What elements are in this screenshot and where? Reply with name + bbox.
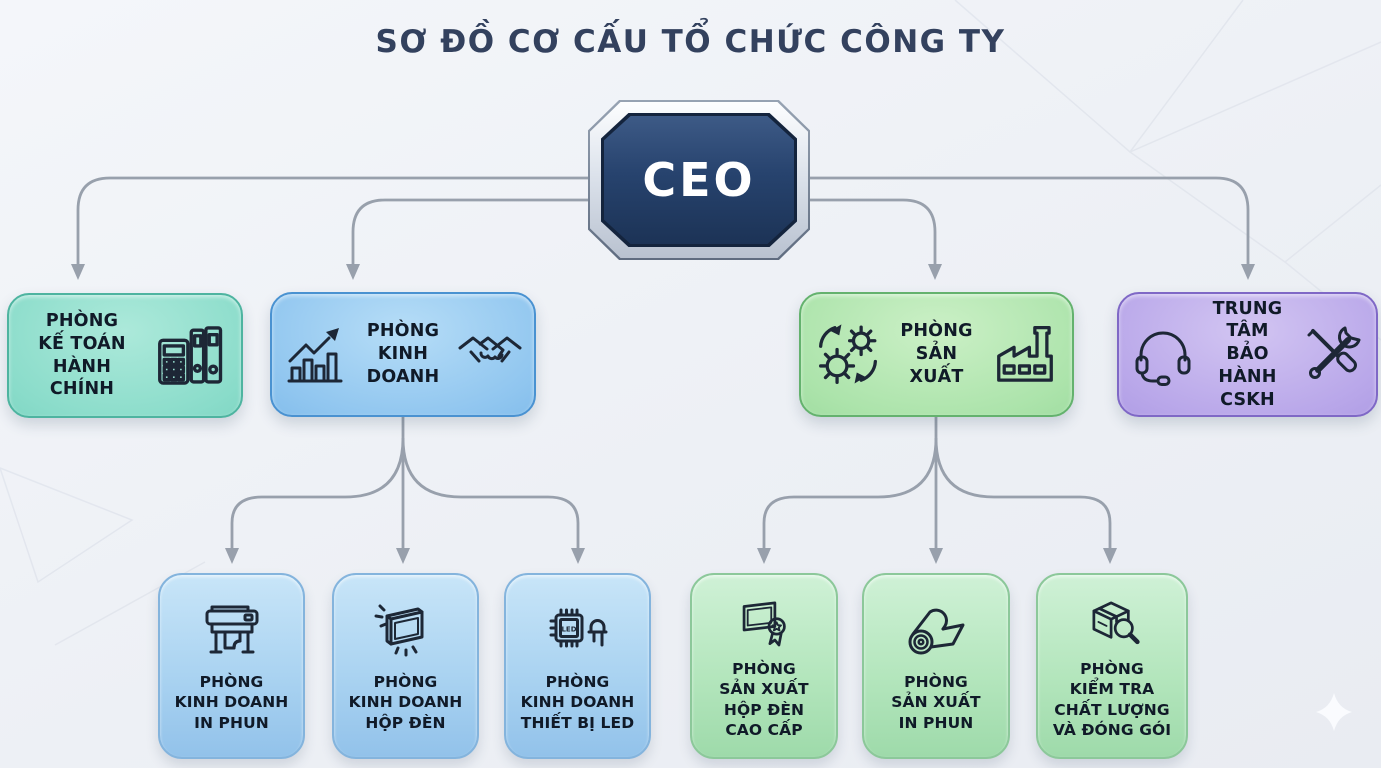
dept-label: PHÒNG KẾ TOÁN HÀNH CHÍNH bbox=[38, 311, 126, 400]
dept-ke-toan-hanh-chinh: PHÒNG KẾ TOÁN HÀNH CHÍNH bbox=[7, 293, 243, 418]
factory-icon bbox=[990, 320, 1060, 390]
subdept-kinh-doanh-in-phun: PHÒNG KINH DOANH IN PHUN bbox=[158, 573, 305, 759]
handshake-icon bbox=[458, 323, 522, 387]
dept-label: PHÒNG SẢN XUẤT bbox=[900, 321, 973, 387]
subdept-kiem-tra-chat-luong-va-dong-goi: PHÒNG KIỂM TRA CHẤT LƯỢNG VÀ ĐÓNG GÓI bbox=[1036, 573, 1188, 759]
sparkle-shape bbox=[1316, 693, 1352, 731]
dept-label: TRUNG TÂM BẢO HÀNH CSKH bbox=[1212, 298, 1283, 410]
subdept-label: PHÒNG KINH DOANH THIẾT BỊ LED bbox=[520, 672, 635, 732]
dept-kinh-doanh: PHÒNG KINH DOANH bbox=[270, 292, 536, 417]
ceo-face: CEO bbox=[604, 116, 794, 244]
subdept-san-xuat-in-phun: PHÒNG SẢN XUẤT IN PHUN bbox=[862, 573, 1010, 759]
calculator-binder-icon bbox=[149, 320, 229, 392]
dept-label: PHÒNG KINH DOANH bbox=[366, 321, 440, 387]
package-inspection-icon bbox=[1083, 592, 1141, 650]
led-chip-label: LED bbox=[561, 625, 576, 633]
connector-kinhdoanh-right bbox=[401, 437, 585, 564]
dept-bao-hanh-cskh: TRUNG TÂM BẢO HÀNH CSKH bbox=[1117, 292, 1378, 417]
connector-ceo-kinhdoanh bbox=[346, 198, 596, 280]
subdept-kinh-doanh-hop-den: PHÒNG KINH DOANH HỘP ĐÈN bbox=[332, 573, 479, 759]
gears-icon bbox=[813, 320, 883, 390]
subdept-label: PHÒNG KIỂM TRA CHẤT LƯỢNG VÀ ĐÓNG GÓI bbox=[1052, 659, 1172, 739]
ceo-node: CEO bbox=[588, 100, 810, 260]
subdept-label: PHÒNG SẢN XUẤT HỘP ĐÈN CAO CẤP bbox=[719, 659, 809, 739]
connector-ceo-baohanh bbox=[802, 176, 1255, 280]
led-chip-icon: LED bbox=[546, 599, 610, 663]
growth-chart-icon bbox=[284, 323, 348, 387]
subdept-label: PHÒNG KINH DOANH IN PHUN bbox=[174, 672, 289, 732]
certificate-award-icon bbox=[735, 592, 793, 650]
connector-ceo-ketoan bbox=[71, 176, 596, 280]
subdept-san-xuat-hop-den-cao-cap: PHÒNG SẢN XUẤT HỘP ĐÈN CAO CẤP bbox=[690, 573, 838, 759]
material-roll-icon bbox=[904, 599, 968, 663]
connector-sanxuat-left bbox=[757, 437, 938, 564]
connector-kinhdoanh-left bbox=[225, 437, 405, 564]
tools-icon bbox=[1300, 323, 1364, 387]
page-title: SƠ ĐỒ CƠ CẤU TỔ CHỨC CÔNG TY bbox=[375, 24, 1006, 60]
lightbox-icon bbox=[374, 599, 438, 663]
connector-sanxuat-right bbox=[934, 437, 1117, 564]
ceo-label: CEO bbox=[642, 153, 756, 207]
subdept-label: PHÒNG KINH DOANH HỘP ĐÈN bbox=[348, 672, 463, 732]
connector-ceo-sanxuat bbox=[802, 198, 942, 280]
printer-icon bbox=[200, 599, 264, 663]
headset-icon bbox=[1131, 323, 1195, 387]
subdept-label: PHÒNG SẢN XUẤT IN PHUN bbox=[891, 672, 981, 732]
subdept-kinh-doanh-thiet-bi-led: LED PHÒNG KINH DOANH THIẾT BỊ LED bbox=[504, 573, 651, 759]
dept-san-xuat: PHÒNG SẢN XUẤT bbox=[799, 292, 1074, 417]
